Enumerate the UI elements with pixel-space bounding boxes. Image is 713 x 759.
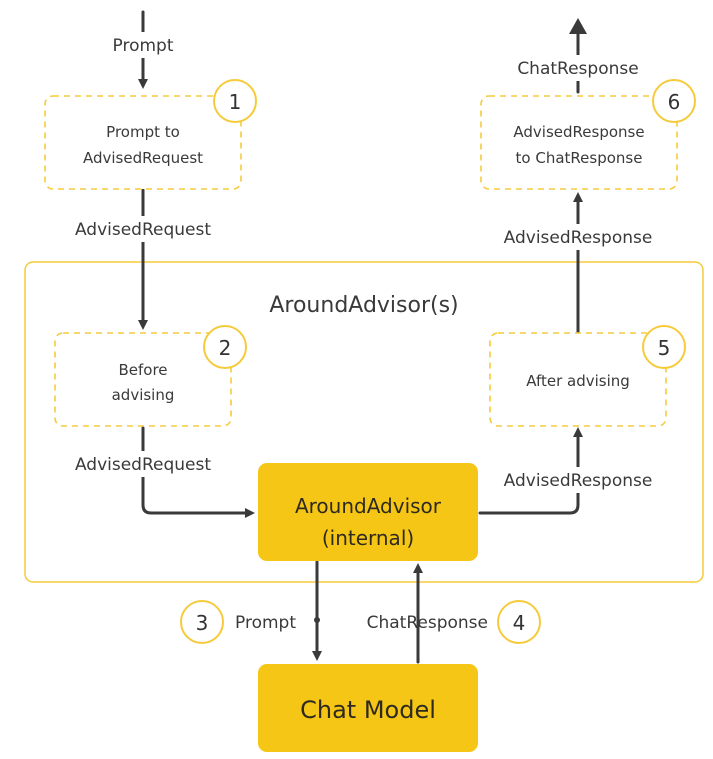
- step-5-line-1: After advising: [526, 372, 630, 390]
- edge-label-advised-request-2-text: AdvisedRequest: [75, 455, 211, 475]
- step-3-number: 3: [196, 611, 209, 635]
- core-line-1: AroundAdvisor: [295, 494, 442, 518]
- edge-label-prompt-in: Prompt: [103, 32, 183, 58]
- around-advisor-internal-node: AroundAdvisor (internal): [258, 463, 478, 561]
- chat-model-box: [258, 664, 478, 752]
- step-4-number: 4: [513, 611, 526, 635]
- step-1-box: [44, 95, 242, 190]
- chat-model-label: Chat Model: [300, 696, 436, 724]
- step-6-line-2: to ChatResponse: [516, 149, 643, 167]
- arrow-advised-response-1: [478, 427, 583, 515]
- step-1-number: 1: [229, 90, 242, 114]
- around-advisors-group: [24, 261, 704, 583]
- edge-label-advised-response-1-text: AdvisedResponse: [504, 471, 653, 491]
- step-6-number: 6: [668, 90, 681, 114]
- core-line-2: (internal): [322, 526, 414, 550]
- step-6-badge: [652, 79, 696, 123]
- step-2-box: [54, 332, 232, 427]
- step-2-line-2: advising: [112, 386, 175, 404]
- step-2-number: 2: [219, 336, 232, 360]
- edge-label-chat-response-out: ChatResponse: [503, 55, 653, 81]
- step-6-line-1: AdvisedResponse: [513, 123, 644, 141]
- step-5-node: After advising 5: [489, 325, 686, 427]
- step-1-line-2: AdvisedRequest: [83, 149, 203, 167]
- step-5-badge: [642, 325, 686, 369]
- around-advisor-internal-box: [258, 463, 478, 561]
- step-1-badge: [213, 79, 257, 123]
- step-6-node: AdvisedResponse to ChatResponse 6: [480, 79, 696, 190]
- step-3-node: 3: [180, 600, 224, 644]
- step-2-line-1: Before: [118, 361, 167, 379]
- step-3-badge: [180, 600, 224, 644]
- step-1-node: Prompt to AdvisedRequest 1: [44, 79, 257, 190]
- step-2-node: Before advising 2: [54, 325, 247, 427]
- step-1-line-1: Prompt to: [106, 123, 180, 141]
- step-5-box: [489, 332, 667, 427]
- prompt-connector-dot: [314, 617, 320, 623]
- step-6-box: [480, 95, 678, 190]
- group-title: AroundAdvisor(s): [269, 293, 458, 318]
- step-4-badge: [497, 600, 541, 644]
- edge-label-advised-response-1: AdvisedResponse: [490, 467, 668, 493]
- edge-label-advised-request-1-text: AdvisedRequest: [75, 220, 211, 240]
- edge-label-advised-request-1: AdvisedRequest: [62, 216, 224, 242]
- step-2-badge: [203, 325, 247, 369]
- edge-label-prompt-in-text: Prompt: [113, 36, 174, 56]
- edge-label-chat-response-from-model: ChatResponse: [367, 613, 488, 633]
- step-4-node: 4: [497, 600, 541, 644]
- arrow-advised-request-2: [141, 426, 255, 518]
- edge-label-chat-response-out-text: ChatResponse: [517, 59, 638, 79]
- step-5-number: 5: [658, 336, 671, 360]
- edge-label-advised-response-2-text: AdvisedResponse: [504, 228, 653, 248]
- edge-label-prompt-to-model: Prompt: [235, 613, 296, 633]
- edge-label-advised-response-2: AdvisedResponse: [490, 224, 668, 250]
- chat-model-node: Chat Model: [258, 664, 478, 752]
- edge-label-advised-request-2: AdvisedRequest: [62, 451, 224, 477]
